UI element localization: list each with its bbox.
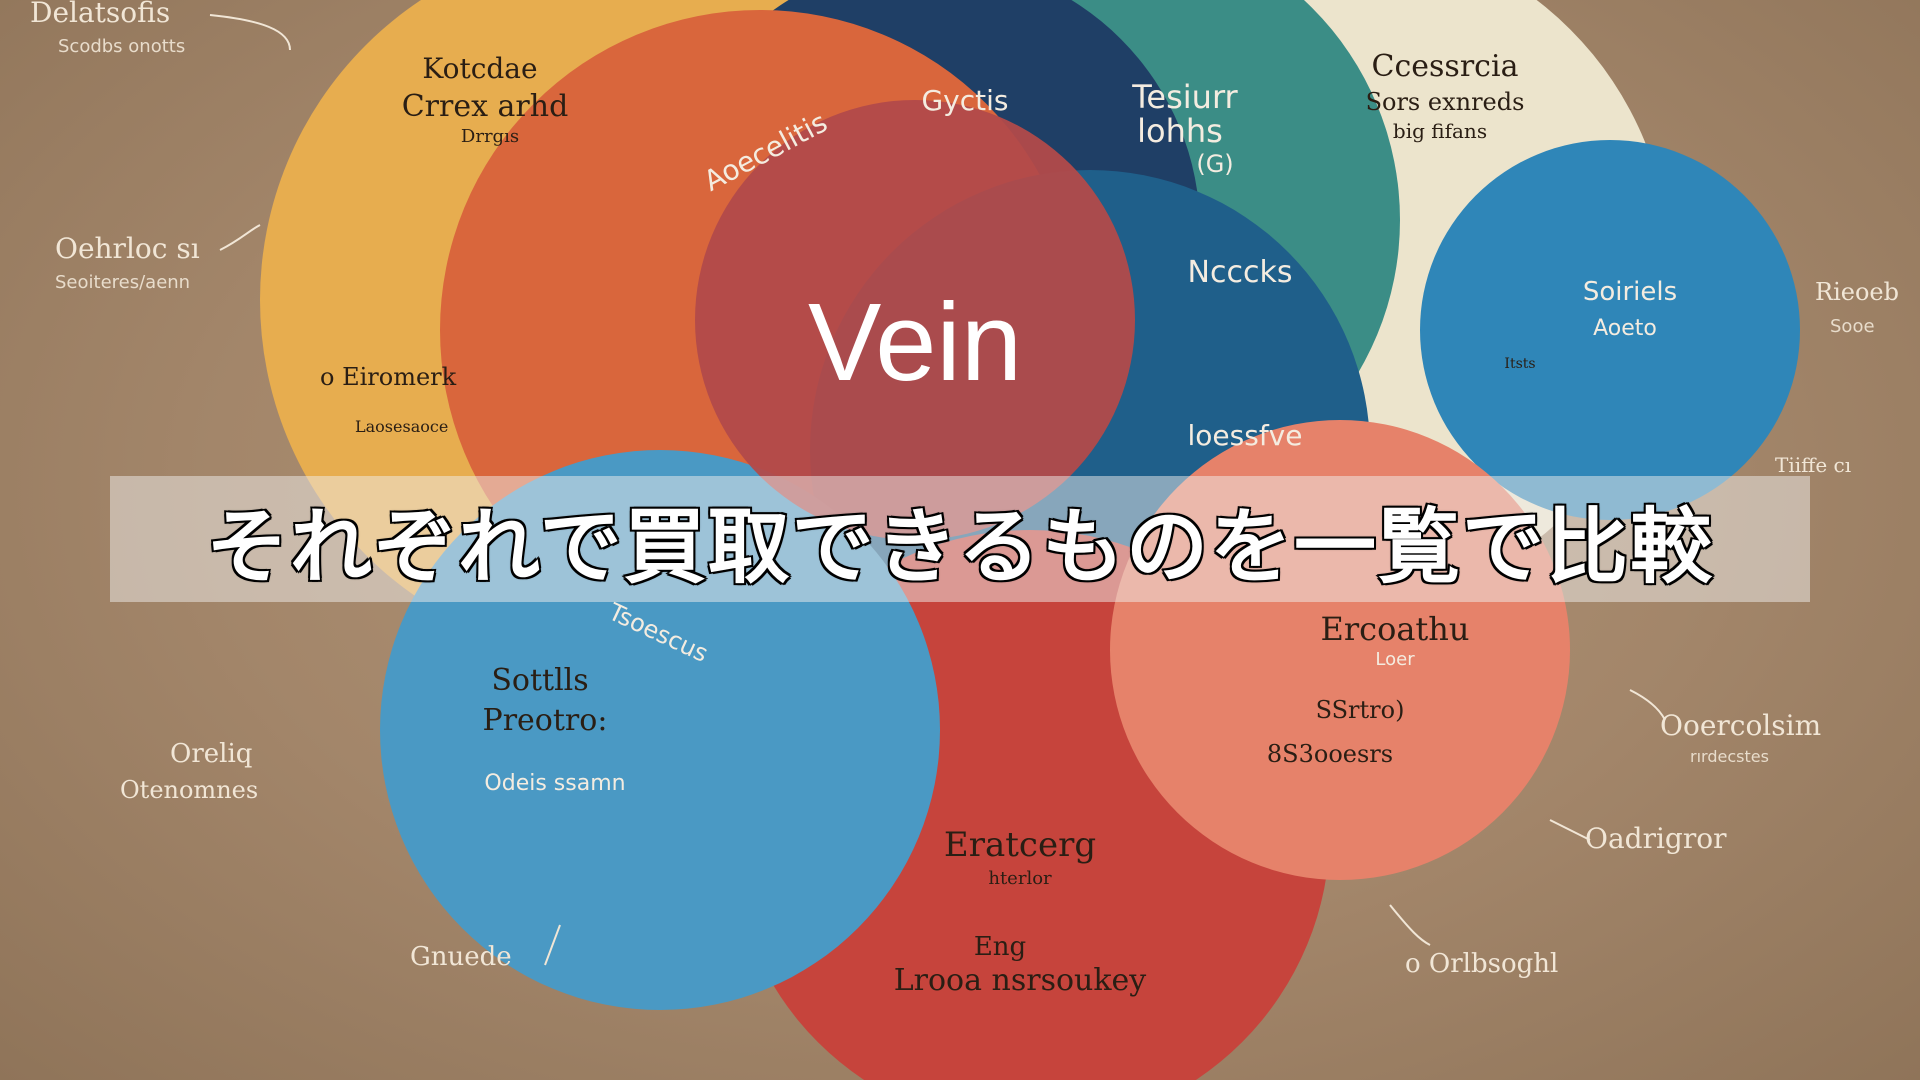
teal-title-2: lohhs <box>1137 112 1223 150</box>
side-top-left-sub: Scodbs onotts <box>58 36 185 57</box>
title-banner: それぞれで買取できるものを一覧で比較 <box>110 476 1810 602</box>
side-right-top-sub: Sooe <box>1830 316 1875 337</box>
cream-title-2: Sors exnreds <box>1366 88 1525 116</box>
banner-title: それぞれで買取できるものを一覧で比較 <box>205 498 1714 596</box>
light-blue-title-1: Sottlls <box>491 663 588 698</box>
light-blue-title-2: Preotro: <box>483 703 608 738</box>
red-extra-1: Eng <box>974 932 1026 962</box>
annotation-line <box>1549 819 1591 841</box>
salmon-sub: Loer <box>1375 649 1415 670</box>
teal-title-1: Tesiurr <box>1131 78 1238 116</box>
annotation-line <box>209 14 291 51</box>
blue-right-title-1: Soiriels <box>1583 277 1677 307</box>
side-left-low-title-2: Otenomnes <box>120 776 258 804</box>
blue-right-circle <box>1420 140 1800 520</box>
side-right-mid-title: Tiiffe cı <box>1775 453 1851 477</box>
cream-small: Itsts <box>1504 356 1535 372</box>
side-right-low-title: Ooercolsim <box>1660 709 1821 742</box>
red-title: Eratcerg <box>944 825 1096 865</box>
red-extra-2: Lrooa nsrsoukey <box>894 963 1147 998</box>
navy-title: Gyctis <box>921 84 1008 117</box>
yellow-title-1: Kotcdae <box>422 52 537 85</box>
salmon-extra-2: 8S3ooesrs <box>1267 740 1393 768</box>
navy-lower-title: loessfve <box>1188 419 1303 452</box>
annotation-line <box>219 224 261 251</box>
side-right-lower-title: Oadrigror <box>1585 822 1727 855</box>
side-left-mid-sub: Seoiteres/aenn <box>55 272 190 293</box>
yellow-sub: Drrgıs <box>461 126 519 147</box>
side-left-inner-title: o Eiromerk <box>320 363 457 391</box>
side-left-mid-title: Oehrloc sı <box>55 232 200 265</box>
annotation-line <box>1629 689 1666 721</box>
annotation-line <box>544 924 561 966</box>
yellow-title-2: Crrex arhd <box>402 89 569 124</box>
salmon-title: Ercoathu <box>1321 610 1470 648</box>
side-right-low-sub: rırdecstes <box>1690 747 1769 766</box>
side-bottom-right-title: o Orlbsoghl <box>1405 949 1558 979</box>
side-top-left-title: Delatsofis <box>30 0 170 29</box>
teal-extra: Ncccks <box>1188 255 1293 290</box>
salmon-extra-1: SSrtro) <box>1316 696 1405 724</box>
light-blue-sub: Odeis ssamn <box>484 771 625 796</box>
center-label: Vein <box>808 281 1022 404</box>
cream-title-1: Ccessrcia <box>1372 49 1519 84</box>
side-bottom-left-title: Gnuede <box>410 942 512 972</box>
center-circle <box>695 100 1135 540</box>
side-left-inner-sub: Laosesaoce <box>355 417 448 436</box>
side-left-low-title-1: Oreliq <box>170 739 252 769</box>
side-right-top-title: Rieoeb <box>1815 278 1899 306</box>
cream-sub: big fifans <box>1393 119 1487 143</box>
blue-right-title-2: Aoeto <box>1593 316 1657 341</box>
teal-sub: (G) <box>1196 150 1233 178</box>
annotation-line <box>1389 904 1431 946</box>
red-sub: hterlor <box>988 868 1052 889</box>
